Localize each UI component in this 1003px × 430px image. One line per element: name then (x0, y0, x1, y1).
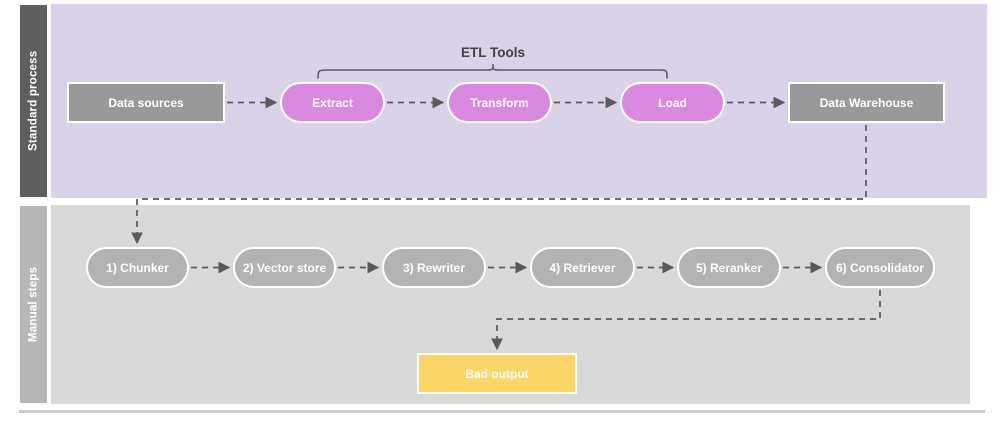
node-transform[interactable]: Transform (447, 82, 552, 123)
node-rewriter[interactable]: 3) Rewriter (382, 247, 486, 288)
lane-manual-steps-label: Manual steps (19, 205, 48, 404)
node-extract[interactable]: Extract (280, 82, 385, 123)
node-vector-store[interactable]: 2) Vector store (233, 247, 336, 288)
node-load[interactable]: Load (620, 82, 725, 123)
node-bad-output[interactable]: Bad output (417, 353, 577, 394)
node-consolidator[interactable]: 6) Consolidator (825, 247, 935, 288)
node-retriever[interactable]: 4) Retriever (530, 247, 635, 288)
node-reranker[interactable]: 5) Reranker (677, 247, 781, 288)
node-data-warehouse[interactable]: Data Warehouse (788, 82, 945, 123)
bottom-divider-rule (19, 410, 985, 413)
node-chunker[interactable]: 1) Chunker (86, 247, 189, 288)
node-data-sources[interactable]: Data sources (67, 82, 225, 123)
etl-tools-label: ETL Tools (461, 45, 525, 60)
lane-standard-process-label: Standard process (19, 4, 48, 198)
